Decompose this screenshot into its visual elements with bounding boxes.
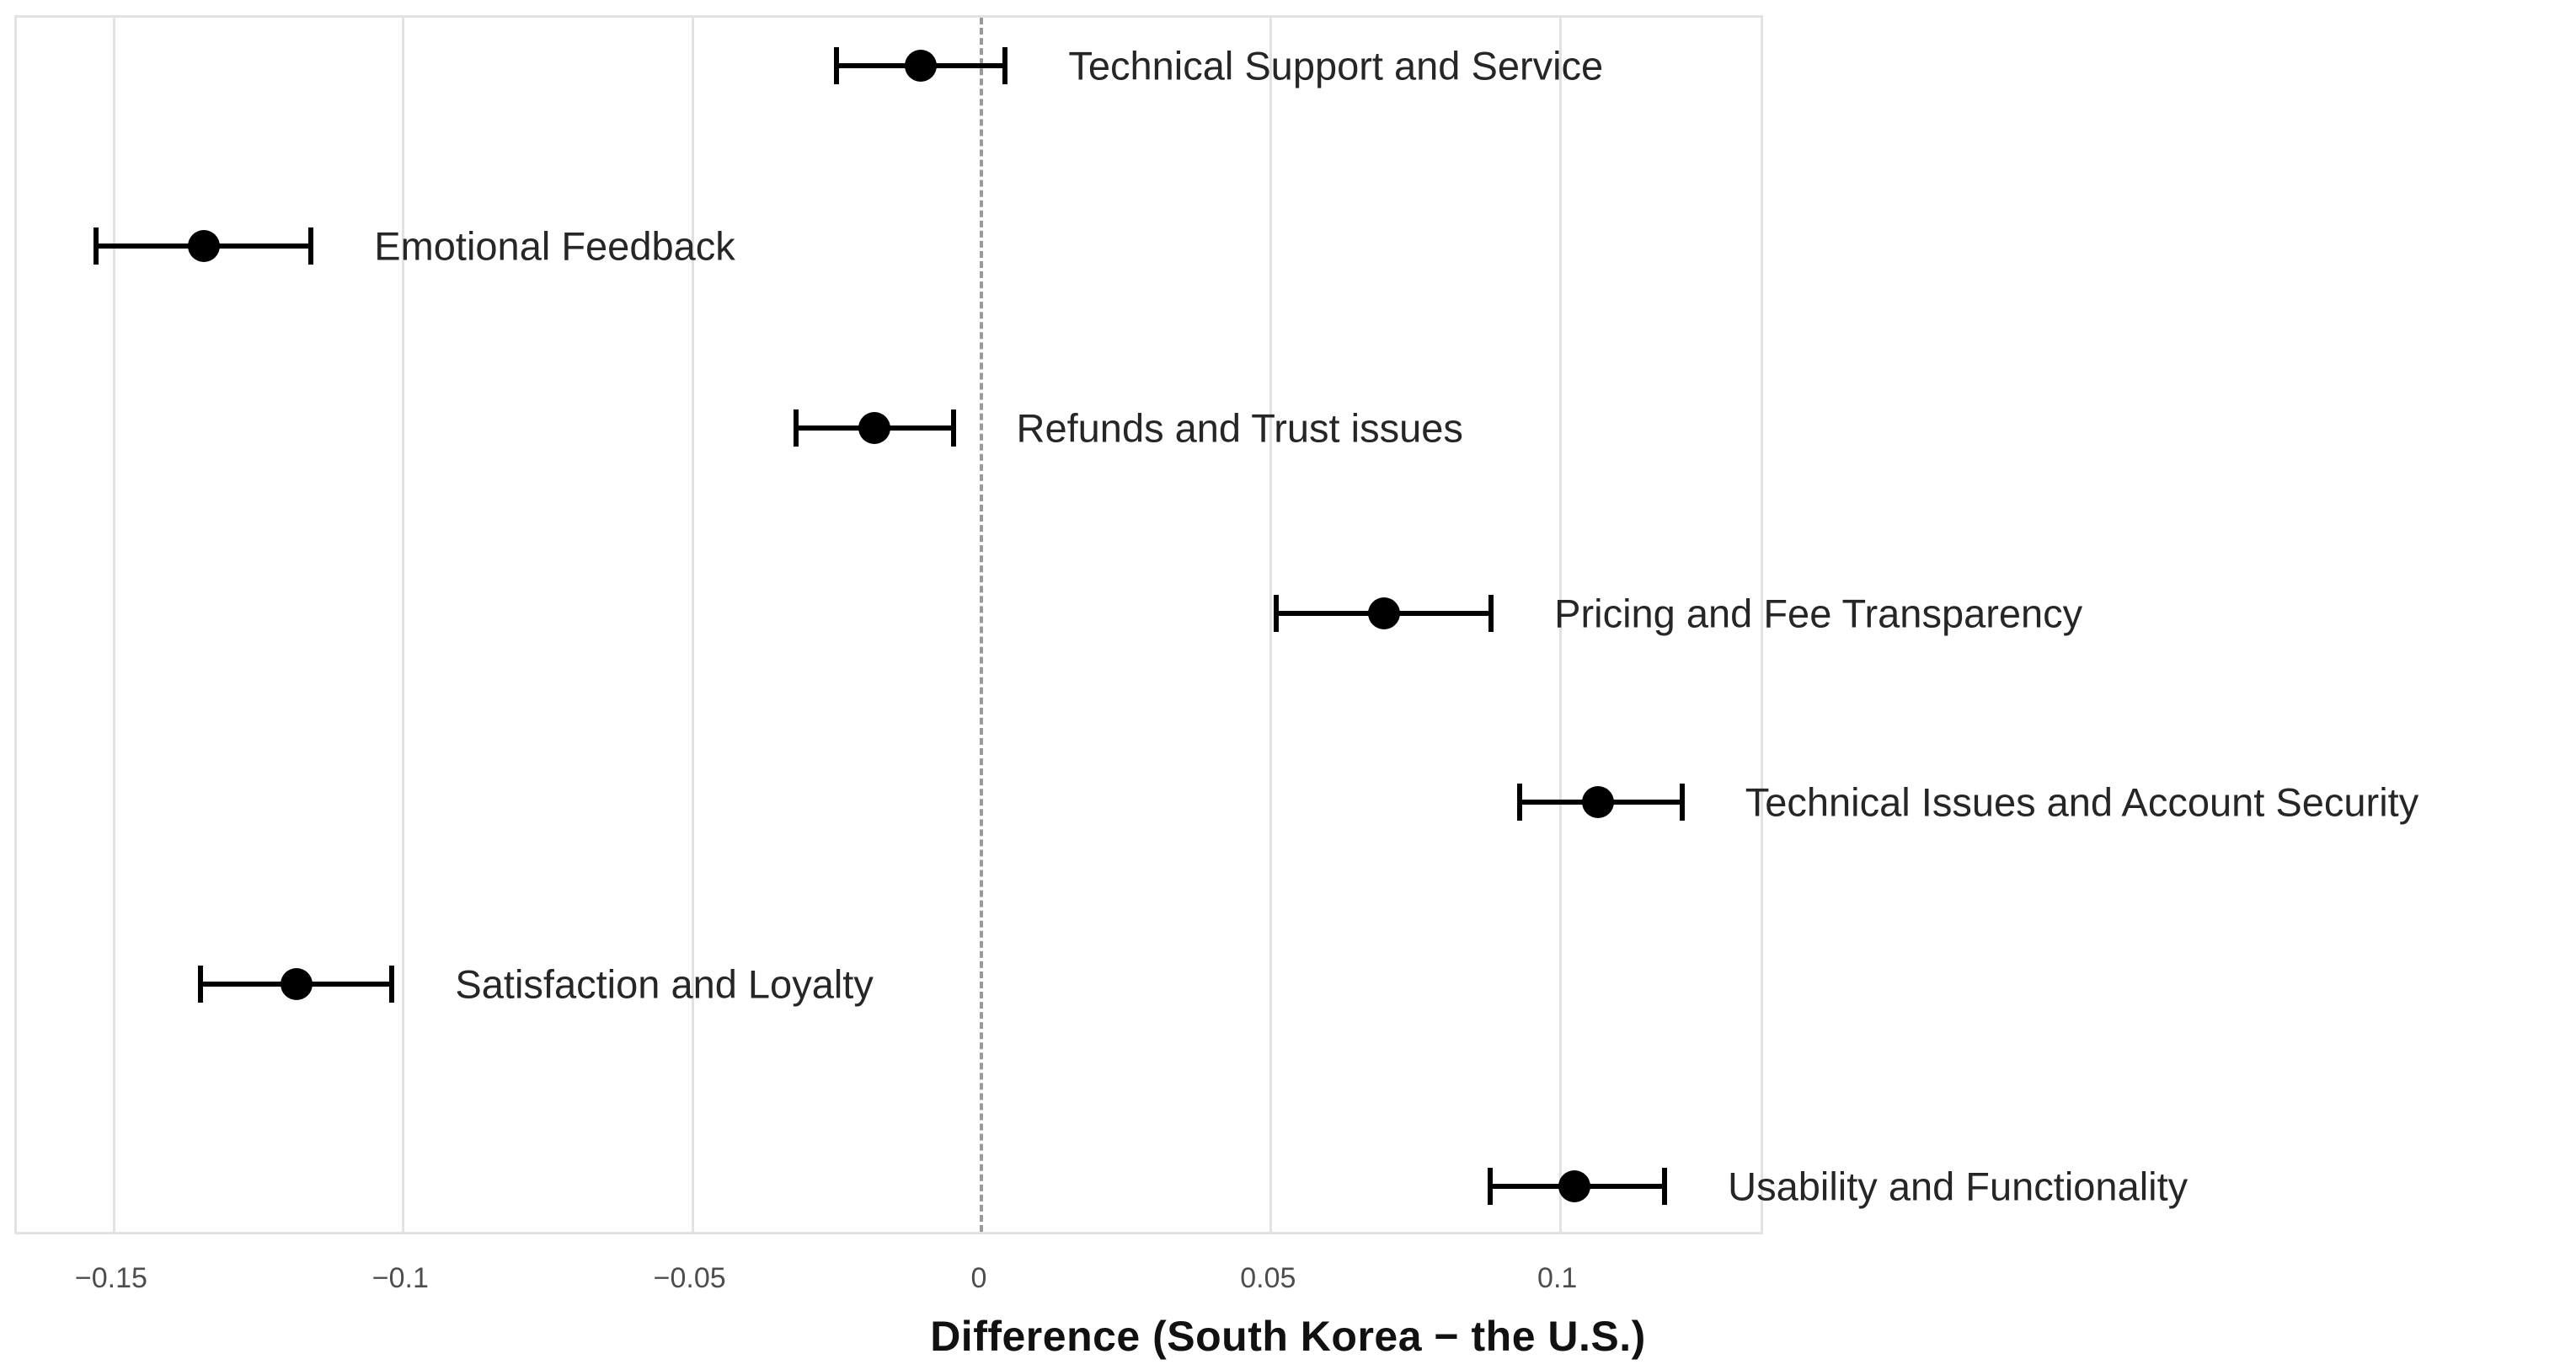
category-label: Usability and Functionality bbox=[1728, 1164, 2189, 1209]
x-axis-title-text: Difference (South Korea − the U.S.) bbox=[930, 1313, 1646, 1360]
gridline bbox=[691, 18, 694, 1232]
x-axis-tick-label: 0.05 bbox=[1240, 1262, 1296, 1294]
category-label: Technical Issues and Account Security bbox=[1745, 779, 2419, 825]
gridline bbox=[112, 18, 115, 1232]
x-axis-title: Difference (South Korea − the U.S.) bbox=[0, 1312, 2576, 1361]
x-axis-tick-label: −0.1 bbox=[371, 1262, 429, 1294]
x-axis-tick-label: 0.1 bbox=[1537, 1262, 1578, 1294]
gridline bbox=[1269, 18, 1273, 1232]
plot-panel bbox=[14, 15, 1763, 1234]
x-axis-tick-label: 0 bbox=[970, 1262, 987, 1294]
x-axis-tick-label: −0.05 bbox=[653, 1262, 726, 1294]
gridline bbox=[1558, 18, 1562, 1232]
gridline bbox=[402, 18, 405, 1232]
x-axis-tick-label: −0.15 bbox=[74, 1262, 147, 1294]
zero-reference-line bbox=[980, 18, 983, 1232]
